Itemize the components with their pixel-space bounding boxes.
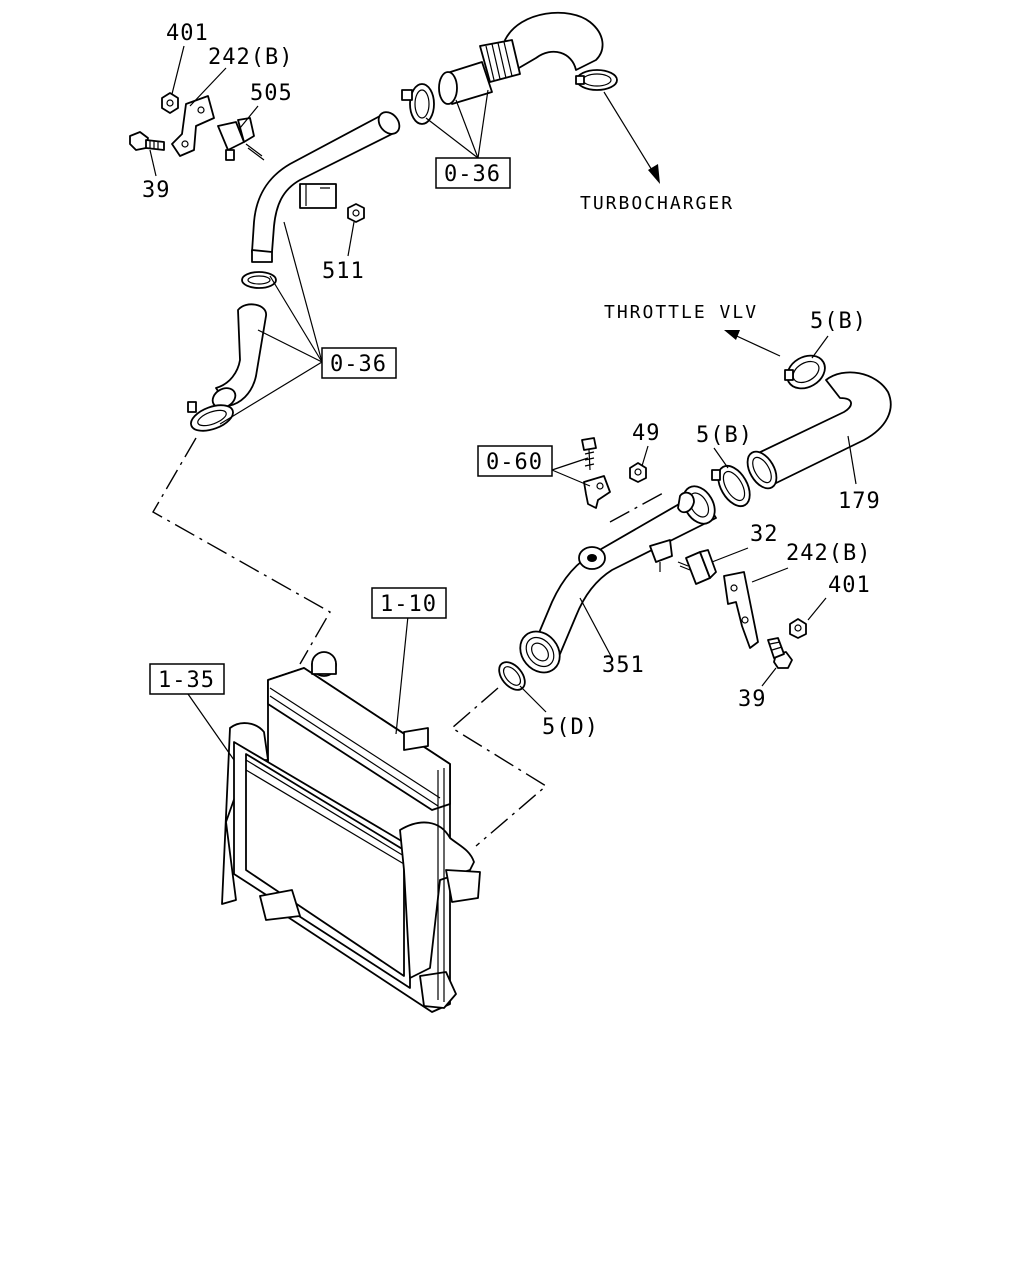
ref-label-1-10: 1-10 bbox=[380, 592, 437, 617]
bracket-242b-top bbox=[171, 95, 215, 157]
bolt-39-right bbox=[767, 637, 793, 669]
ref-label-0-36-mid: 0-36 bbox=[330, 352, 387, 377]
lower-connector-clamp bbox=[187, 401, 234, 432]
ref-label-0-60: 0-60 bbox=[486, 450, 543, 475]
hose-179 bbox=[746, 371, 892, 490]
sensor-32 bbox=[677, 549, 717, 585]
arrow-to-turbocharger bbox=[603, 91, 660, 184]
leader-lines bbox=[149, 45, 857, 761]
lower-connector-hose bbox=[211, 303, 267, 409]
bolt-0-60 bbox=[581, 437, 597, 471]
nut-49 bbox=[629, 462, 647, 483]
hose-clamp-5b-mid bbox=[711, 464, 751, 508]
hose-clamp-5b-top bbox=[784, 354, 826, 390]
part-label-49: 49 bbox=[632, 421, 661, 446]
sensor-bracket-0-60 bbox=[583, 475, 611, 509]
part-label-5b-top: 5(B) bbox=[810, 309, 867, 334]
part-label-39-right: 39 bbox=[738, 687, 767, 712]
bracket-242b-right bbox=[723, 571, 759, 649]
ref-box-0-60[interactable]: 0-60 bbox=[477, 445, 553, 477]
pipe-351 bbox=[519, 485, 717, 674]
part-label-32: 32 bbox=[750, 522, 779, 547]
ref-box-0-36-top[interactable]: 0-36 bbox=[435, 157, 511, 189]
part-label-401-right: 401 bbox=[828, 573, 871, 598]
ref-box-1-35[interactable]: 1-35 bbox=[149, 663, 225, 695]
part-label-242b-right: 242(B) bbox=[786, 541, 871, 566]
phantom-connection-lines bbox=[152, 437, 666, 847]
ref-label-1-35: 1-35 bbox=[158, 668, 215, 693]
direction-throttle-valve: THROTTLE VLV bbox=[604, 302, 758, 323]
direction-turbocharger: TURBOCHARGER bbox=[580, 193, 734, 214]
ref-label-0-36-top: 0-36 bbox=[444, 162, 501, 187]
part-label-5b-mid: 5(B) bbox=[696, 423, 753, 448]
part-label-401-top: 401 bbox=[166, 21, 209, 46]
sensor-505 bbox=[217, 117, 265, 161]
turbo-hose-clamp-right bbox=[575, 69, 618, 91]
arrow-to-throttle-valve bbox=[724, 330, 781, 357]
part-label-5d: 5(D) bbox=[542, 715, 599, 740]
turbo-hose-clamp-left bbox=[401, 83, 435, 125]
part-label-351: 351 bbox=[602, 653, 645, 678]
intercooler-inlet-pipe bbox=[251, 111, 401, 263]
pipe-mid-clamp bbox=[241, 271, 277, 289]
ref-box-1-10[interactable]: 1-10 bbox=[371, 587, 447, 619]
intercooler-radiator-assembly bbox=[221, 651, 481, 1013]
part-label-39-top: 39 bbox=[142, 178, 171, 203]
nut-401-right bbox=[789, 618, 807, 639]
part-label-242b-top: 242(B) bbox=[208, 45, 293, 70]
part-label-511: 511 bbox=[322, 259, 365, 284]
turbo-outlet-hose bbox=[438, 11, 604, 105]
ref-box-0-36-mid[interactable]: 0-36 bbox=[321, 347, 397, 379]
part-label-505: 505 bbox=[250, 81, 293, 106]
nut-401-top bbox=[161, 92, 179, 114]
bolt-39-top bbox=[129, 131, 165, 151]
part-label-179: 179 bbox=[838, 489, 881, 514]
nut-511 bbox=[347, 203, 365, 223]
